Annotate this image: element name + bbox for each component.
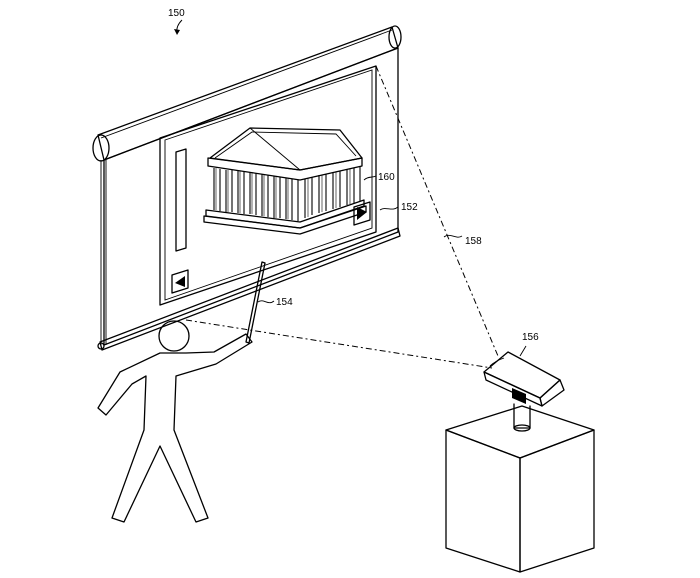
projector bbox=[483, 351, 565, 407]
pedestal bbox=[445, 405, 595, 573]
projector-mount bbox=[513, 403, 531, 432]
pointer-stick bbox=[245, 261, 266, 344]
screen-fabric bbox=[103, 47, 399, 346]
label-150: 150 bbox=[168, 8, 185, 19]
temple-building-icon bbox=[203, 127, 367, 235]
presenter-body bbox=[97, 333, 253, 523]
label-154: 154 bbox=[276, 297, 293, 308]
scroll-bar bbox=[175, 148, 187, 252]
label-158: 158 bbox=[465, 236, 482, 247]
label-156: 156 bbox=[522, 332, 539, 343]
screen-bottom-bar bbox=[99, 227, 401, 351]
projection-screen bbox=[92, 25, 402, 351]
presenter-figure bbox=[97, 320, 253, 523]
screen-roller bbox=[97, 26, 399, 161]
projection-beam bbox=[185, 65, 499, 369]
label-150-arrowhead bbox=[174, 29, 180, 35]
presenter-head bbox=[158, 320, 190, 352]
projected-image-frame bbox=[159, 65, 377, 306]
left-triangle-arrow-icon[interactable] bbox=[171, 269, 189, 294]
roller-end-right bbox=[388, 25, 402, 49]
label-160: 160 bbox=[378, 172, 395, 183]
label-152: 152 bbox=[401, 202, 418, 213]
